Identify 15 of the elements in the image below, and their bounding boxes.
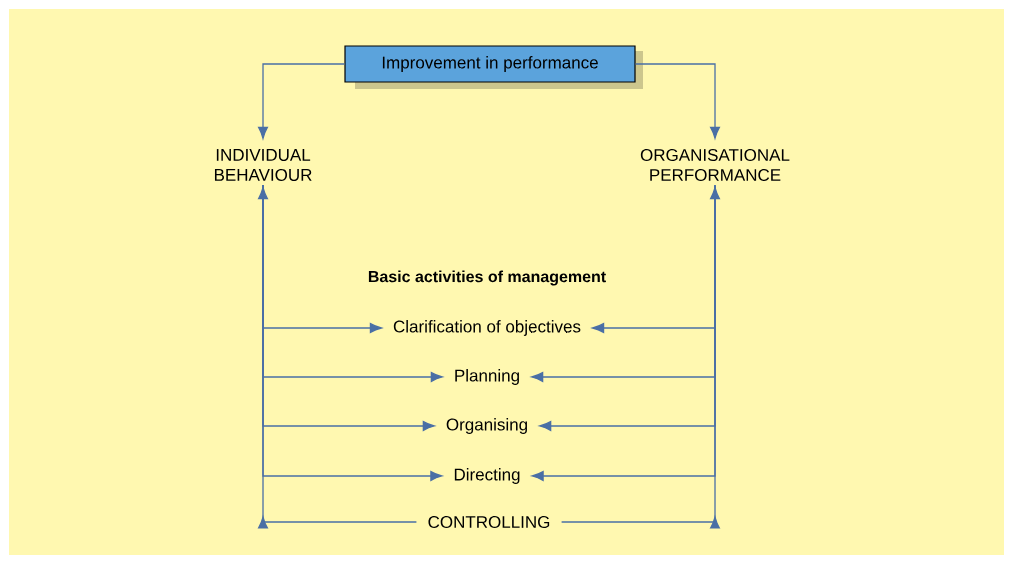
arrow <box>258 187 418 529</box>
activity-label: Clarification of objectives <box>393 320 581 336</box>
arrow <box>634 63 720 139</box>
activity-label: CONTROLLING <box>428 515 550 528</box>
heading: Basic activities of management <box>368 270 606 286</box>
arrow <box>262 184 443 481</box>
activity-label: Planning <box>455 369 519 385</box>
activity-label: Organising <box>446 418 527 434</box>
arrow <box>531 184 716 481</box>
process-box: Improvement in performance <box>344 45 643 89</box>
activity-label: Directing <box>454 468 520 484</box>
arrow <box>560 187 720 529</box>
outcome-label: ORGANISATIONAL PERFORMANCE <box>640 149 790 181</box>
arrow <box>258 63 346 139</box>
outcome-label: INDIVIDUAL BEHAVIOUR <box>214 149 312 181</box>
